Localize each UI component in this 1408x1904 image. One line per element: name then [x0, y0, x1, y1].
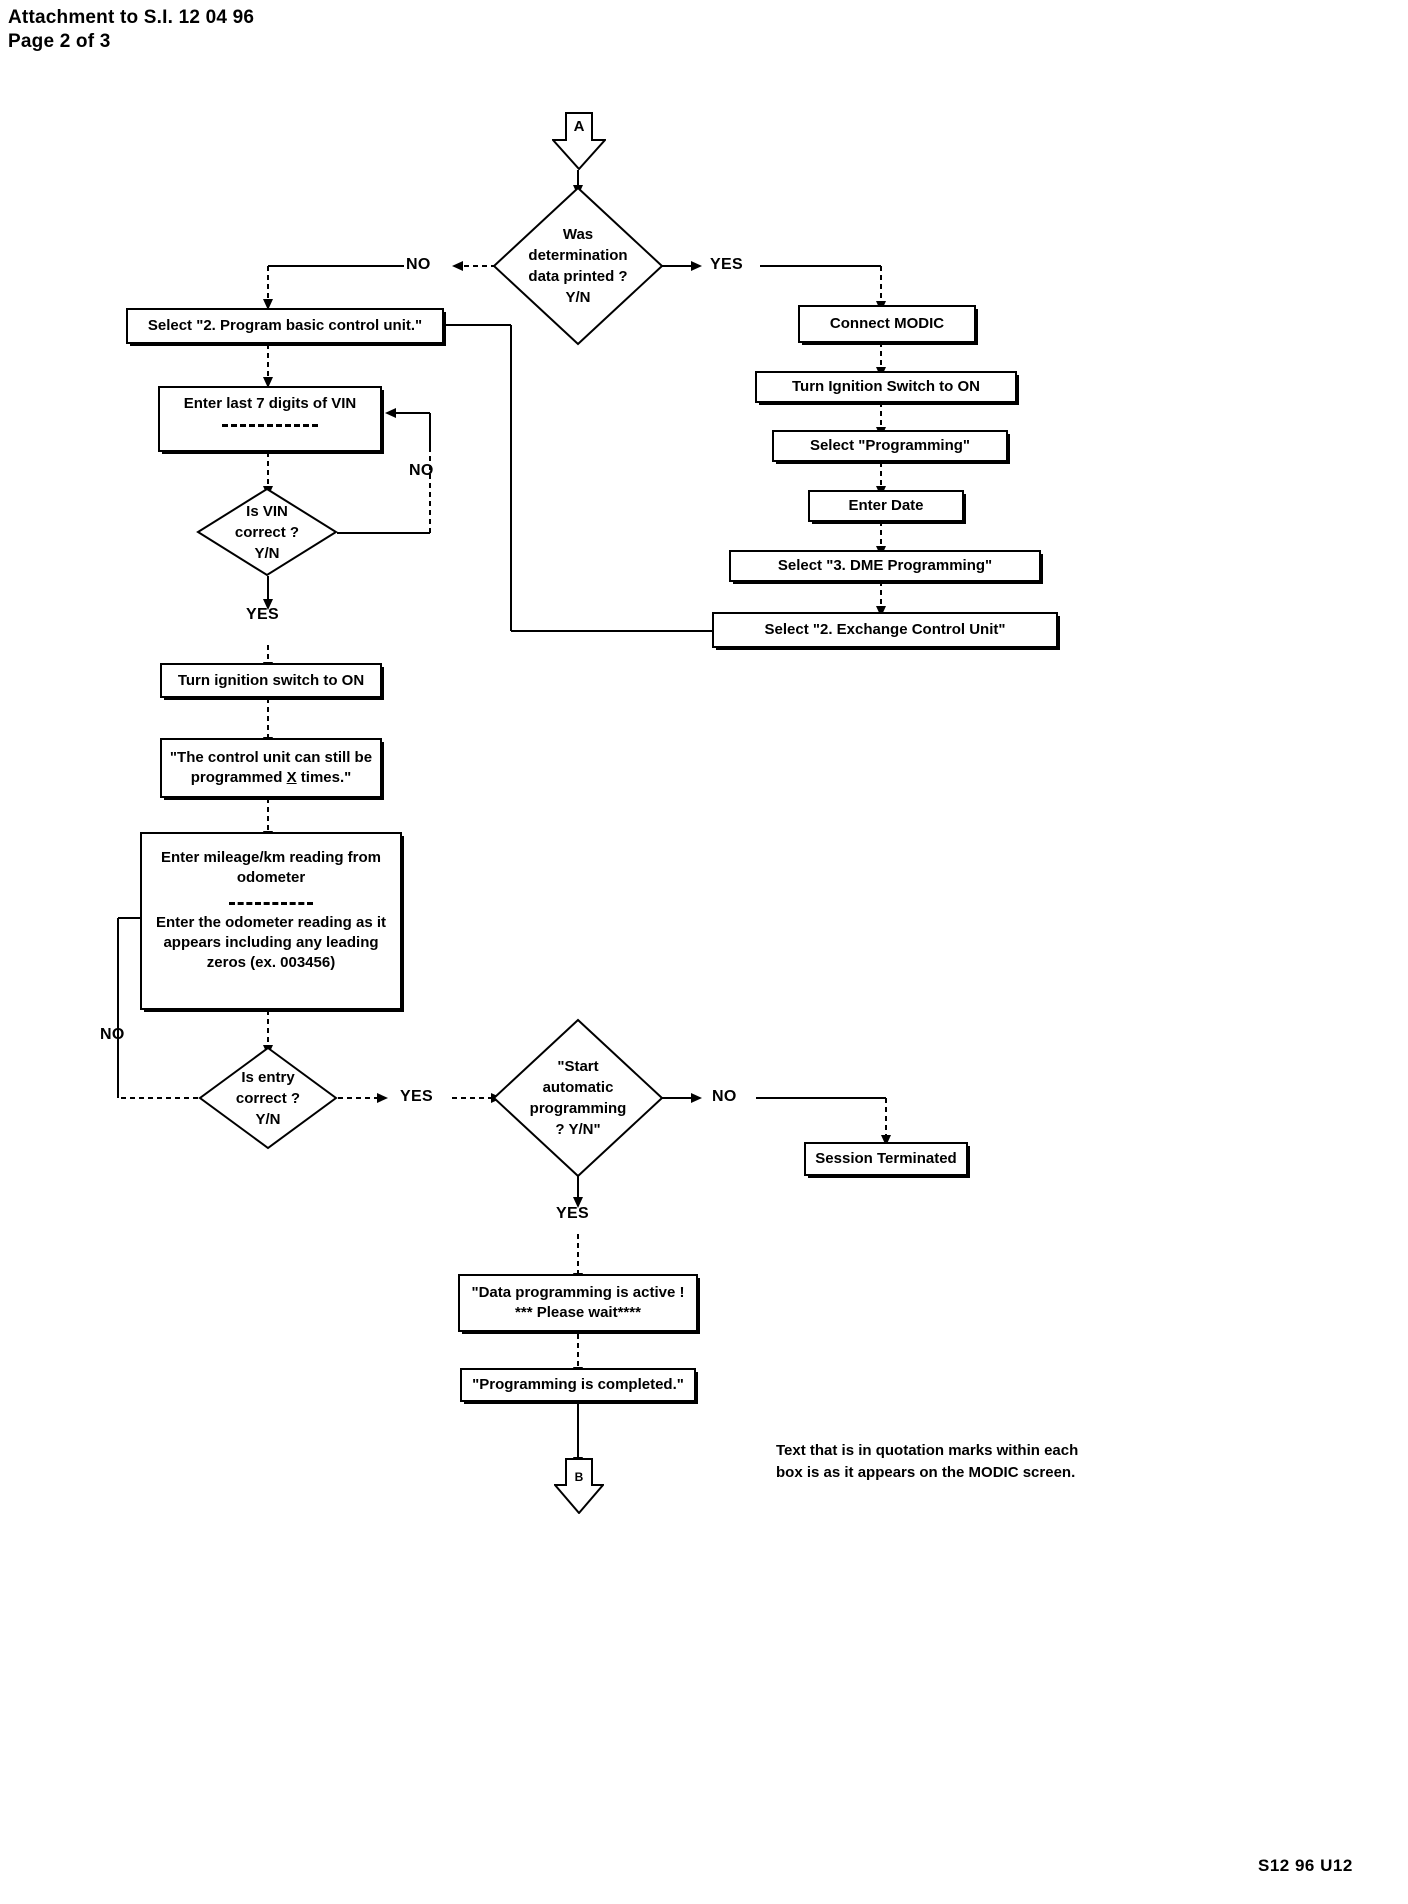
- modic-note: Text that is in quotation marks within e…: [776, 1440, 1078, 1484]
- edge-label-yes-data-printed: YES: [710, 256, 743, 273]
- edge-label-no-auto: NO: [712, 1088, 737, 1105]
- box-mileage-l3: Enter the odometer reading as it: [155, 914, 387, 931]
- box-data-programming-active-l2: *** Please wait****: [515, 1304, 641, 1321]
- connector-b: B: [554, 1458, 604, 1514]
- box-enter-mileage-odometer: Enter mileage/km reading from odometer E…: [140, 832, 402, 1010]
- box-connect-modic-label: Connect MODIC: [829, 315, 945, 332]
- times-suffix: times.": [296, 769, 352, 786]
- box-mileage-l2: odometer: [236, 869, 306, 886]
- edge-label-yes-entry: YES: [400, 1088, 433, 1105]
- box-turn-ignition-on-right-label: Turn Ignition Switch to ON: [791, 378, 981, 395]
- box-session-terminated-label: Session Terminated: [815, 1150, 957, 1167]
- box-enter-vin: Enter last 7 digits of VIN: [158, 386, 382, 452]
- times-variable-x: X: [286, 769, 297, 786]
- decision-data-printed: Was determination data printed ? Y/N: [492, 186, 664, 346]
- decision-entry-correct: Is entry correct ? Y/N: [198, 1046, 338, 1150]
- box-turn-ignition-on-right: Turn Ignition Switch to ON: [755, 371, 1017, 403]
- box-control-unit-programmed-times: "The control unit can still be programme…: [160, 738, 382, 798]
- box-connect-modic: Connect MODIC: [798, 305, 976, 343]
- box-control-unit-programmed-times-l1: "The control unit can still be: [169, 749, 373, 766]
- modic-note-l1: Text that is in quotation marks within e…: [776, 1442, 1079, 1459]
- header-line-2: Page 2 of 3: [8, 31, 111, 52]
- box-enter-date-label: Enter Date: [848, 497, 924, 514]
- box-data-programming-active-l1: "Data programming is active !: [471, 1284, 685, 1301]
- edge-label-yes-auto: YES: [556, 1205, 589, 1222]
- box-select-programming-label: Select "Programming": [809, 437, 971, 454]
- mileage-dashed-separator: [229, 902, 313, 905]
- vin-dashed-separator: [222, 424, 318, 427]
- box-select-dme-programming: Select "3. DME Programming": [729, 550, 1041, 582]
- modic-note-l2: box is as it appears on the MODIC screen…: [776, 1464, 1076, 1481]
- box-select-exchange-control-unit: Select "2. Exchange Control Unit": [712, 612, 1058, 648]
- box-programming-completed-label: "Programming is completed.": [472, 1376, 684, 1393]
- box-enter-vin-label: Enter last 7 digits of VIN: [183, 395, 357, 412]
- box-select-program-basic-control-unit-label: Select "2. Program basic control unit.": [147, 317, 423, 334]
- edge-label-no-vin: NO: [409, 462, 434, 479]
- page-header: Attachment to S.I. 12 04 96 Page 2 of 3: [8, 6, 254, 54]
- box-select-programming: Select "Programming": [772, 430, 1008, 462]
- header-line-1: Attachment to S.I. 12 04 96: [8, 7, 255, 28]
- box-mileage-l5: zeros (ex. 003456): [206, 954, 336, 971]
- box-select-exchange-control-unit-label: Select "2. Exchange Control Unit": [764, 621, 1006, 638]
- box-select-dme-programming-label: Select "3. DME Programming": [777, 557, 993, 574]
- box-session-terminated: Session Terminated: [804, 1142, 968, 1176]
- box-control-unit-programmed-times-l2: programmed X times.": [191, 768, 352, 788]
- edge-label-no-data-printed: NO: [406, 256, 431, 273]
- decision-vin-correct: Is VIN correct ? Y/N: [196, 487, 338, 577]
- box-turn-ignition-switch-on-left-label: Turn ignition switch to ON: [177, 671, 365, 689]
- box-mileage-l4: appears including any leading: [163, 934, 379, 951]
- document-code: S12 96 U12: [1258, 1856, 1353, 1875]
- box-data-programming-active: "Data programming is active ! *** Please…: [458, 1274, 698, 1332]
- edge-label-no-entry: NO: [100, 1026, 125, 1043]
- box-mileage-l1: Enter mileage/km reading from: [160, 849, 382, 866]
- box-enter-date: Enter Date: [808, 490, 964, 522]
- box-programming-completed: "Programming is completed.": [460, 1368, 696, 1402]
- box-select-program-basic-control-unit: Select "2. Program basic control unit.": [126, 308, 444, 344]
- times-prefix: programmed: [190, 769, 287, 786]
- edge-label-yes-vin: YES: [246, 606, 279, 623]
- box-turn-ignition-switch-on-left: Turn ignition switch to ON: [160, 663, 382, 698]
- decision-start-automatic-programming: "Start automatic programming ? Y/N": [492, 1018, 664, 1178]
- connector-b-label: B: [574, 1470, 584, 1484]
- connector-a-label: A: [573, 118, 585, 135]
- connector-a: A: [552, 112, 606, 170]
